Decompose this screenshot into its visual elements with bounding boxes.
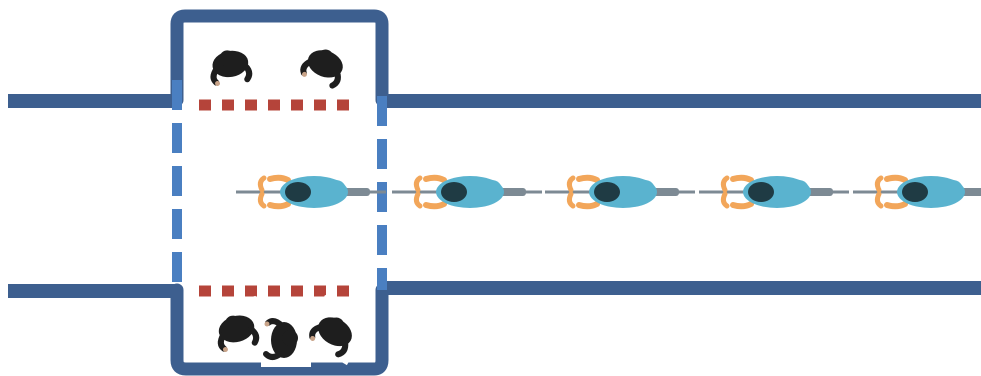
cyclist	[545, 176, 695, 208]
crossing-enclosure	[170, 9, 389, 376]
dashed-boundaries	[172, 80, 387, 292]
top-right-wall	[384, 94, 981, 108]
cyclist	[853, 176, 981, 208]
cyclists	[236, 176, 981, 208]
stop-lines	[199, 99, 356, 297]
cyclist	[392, 176, 542, 208]
pedestrians-top	[199, 29, 360, 94]
pedestrian	[203, 296, 268, 358]
bottom-left-wall	[8, 284, 178, 298]
walls	[8, 9, 981, 376]
top-left-wall	[8, 94, 178, 108]
pedestrian	[199, 33, 261, 92]
cyclist	[236, 176, 386, 208]
bottom-right-wall	[384, 281, 981, 295]
cyclist	[699, 176, 849, 208]
pedestrians-bottom	[203, 295, 371, 367]
pedestrian	[292, 29, 360, 94]
